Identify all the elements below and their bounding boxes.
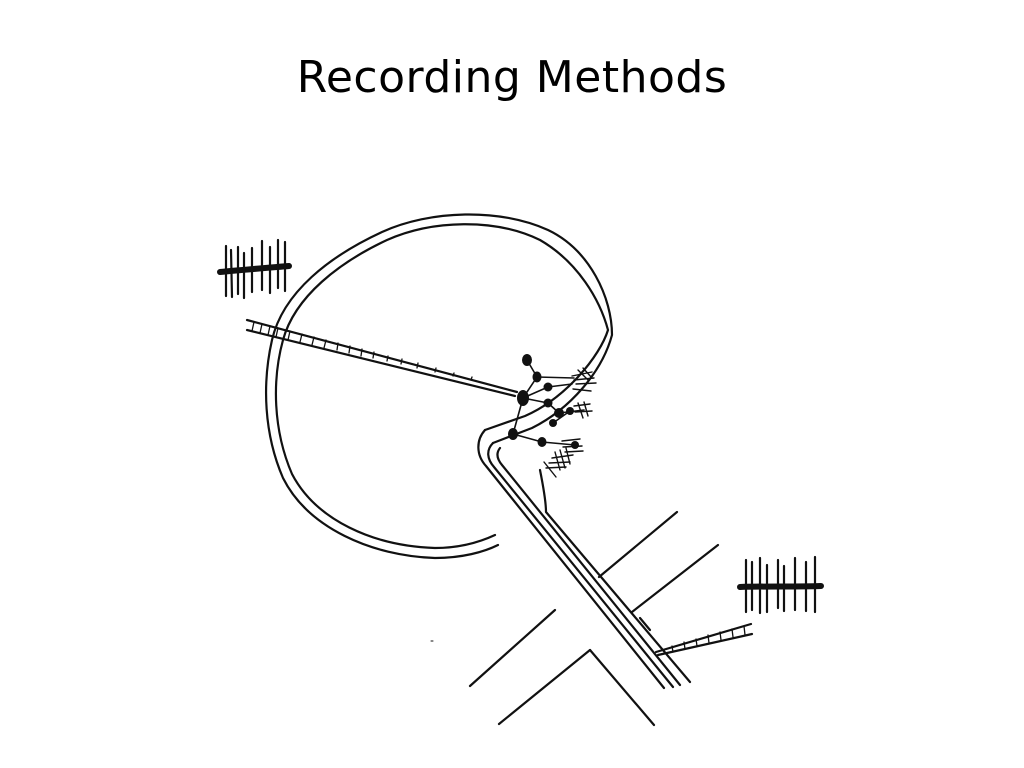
spike-train-left	[217, 238, 292, 300]
retinal-cells	[508, 354, 597, 478]
extracellular-electrode	[654, 622, 754, 657]
eyeball-outline	[265, 213, 614, 560]
spike-train-right	[737, 555, 824, 615]
optic-nerve	[477, 428, 692, 690]
intracellular-electrode	[245, 318, 519, 398]
slide-title: Recording Methods	[296, 52, 728, 103]
optic-tract	[468, 510, 720, 727]
